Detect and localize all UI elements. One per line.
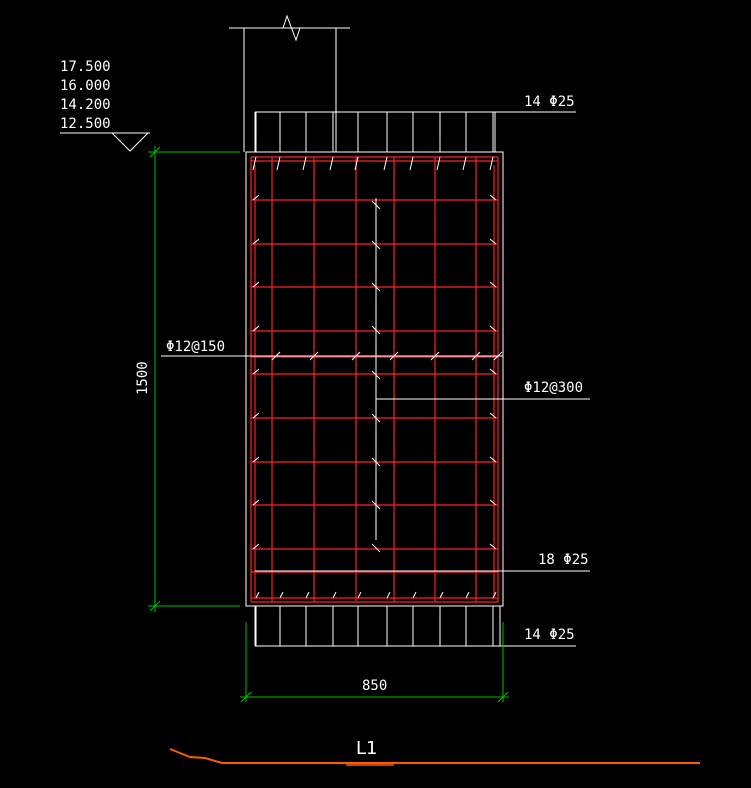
column-stub [229, 14, 350, 152]
side-hook [252, 368, 260, 375]
side-hook [252, 194, 260, 201]
side-hook [252, 499, 260, 506]
side-hook [489, 499, 497, 506]
top-bar-projection [254, 111, 496, 152]
bottom-rebar-label: 14 Φ25 [524, 627, 575, 643]
bar-hook [252, 156, 257, 171]
break-symbol-icon [282, 14, 301, 42]
bar-hook [302, 156, 307, 171]
side-rebar-label: 18 Φ25 [538, 552, 589, 568]
label-leaders [161, 111, 590, 647]
bar-hook [489, 156, 494, 171]
bar-hook [276, 156, 281, 171]
rebar-hooks [252, 156, 503, 599]
bar-hook [436, 156, 441, 171]
elevation-marker-icon [110, 132, 150, 152]
width-dimension [240, 622, 509, 703]
bar-hook [409, 156, 414, 171]
bar-hook [383, 156, 388, 171]
height-dimension [148, 146, 240, 612]
tie-hook [371, 543, 381, 553]
elevation-labels: 17.500 16.000 14.200 12.500 [60, 59, 150, 152]
side-hook [252, 281, 260, 288]
side-hook [252, 412, 260, 419]
side-hook [252, 325, 260, 332]
elevation-label: 12.500 [60, 116, 111, 132]
side-hook [252, 456, 260, 463]
section-underline [169, 748, 700, 766]
bar-hook [412, 591, 417, 599]
bottom-bar-projection [254, 606, 501, 647]
bar-hook [332, 591, 337, 599]
height-dimension-label: 1500 [135, 361, 151, 395]
beam-outline [245, 151, 504, 607]
side-hook [252, 543, 260, 550]
side-hook [252, 238, 260, 245]
section-title: L1 [356, 738, 377, 759]
rebar-cage [250, 156, 499, 603]
bar-hook [492, 591, 497, 599]
bar-hook [357, 591, 362, 599]
side-hook [489, 194, 497, 201]
bar-hook [279, 591, 284, 599]
width-dimension-label: 850 [362, 678, 387, 694]
bar-hook [329, 156, 334, 171]
side-hook [489, 543, 497, 550]
horizontal-stirrup-label: Φ12@150 [166, 339, 225, 355]
elevation-label: 16.000 [60, 78, 111, 94]
vertical-stirrup-label: Φ12@300 [524, 380, 583, 396]
bar-hook [465, 591, 470, 599]
side-hook [489, 238, 497, 245]
bar-hook [305, 591, 310, 599]
elevation-label: 17.500 [60, 59, 111, 75]
bar-hook [439, 591, 444, 599]
bar-hook [386, 591, 391, 599]
elevation-label: 14.200 [60, 97, 111, 113]
side-hook [489, 412, 497, 419]
side-hook [489, 456, 497, 463]
bar-hook [354, 156, 359, 171]
top-rebar-label: 14 Φ25 [524, 94, 575, 110]
side-hook [489, 368, 497, 375]
side-hook [489, 281, 497, 288]
bar-hook [255, 591, 260, 599]
side-hook [489, 325, 497, 332]
bar-hook [462, 156, 467, 171]
